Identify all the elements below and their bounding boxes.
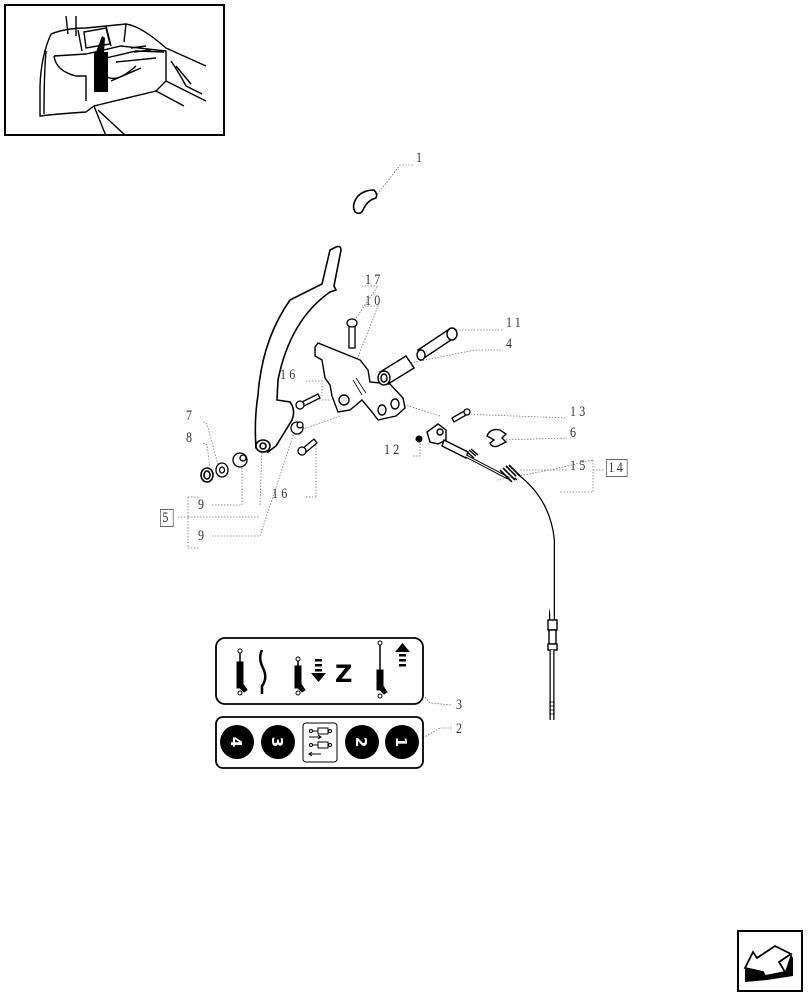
button-4-label: 4 bbox=[227, 737, 245, 747]
cab-console-illustration bbox=[39, 15, 207, 134]
part-10-bracket bbox=[314, 342, 406, 421]
arrow-down-icon bbox=[311, 659, 326, 682]
callout-2: 2 bbox=[456, 721, 466, 737]
decal-2-buttons-plate: 4 3 2 1 bbox=[215, 716, 424, 769]
button-3-label: 3 bbox=[268, 737, 286, 747]
callout-15: 15 bbox=[570, 458, 589, 474]
callout-4: 4 bbox=[506, 336, 516, 352]
callout-16-upper: 16 bbox=[280, 367, 299, 383]
part-1-grip bbox=[352, 189, 378, 215]
callout-1: 1 bbox=[416, 150, 426, 166]
location-thumbnail bbox=[4, 4, 225, 136]
callout-3: 3 bbox=[456, 697, 466, 713]
part-13-pin bbox=[451, 408, 471, 423]
part-15-cable bbox=[426, 423, 558, 720]
button-2-label: 2 bbox=[352, 737, 370, 747]
part-12-nut bbox=[415, 435, 423, 443]
next-page-button[interactable] bbox=[737, 930, 803, 992]
callout-14-kit: 14 bbox=[606, 459, 628, 477]
callout-16-lower: 16 bbox=[272, 486, 291, 502]
button-1-label: 1 bbox=[392, 737, 410, 747]
part-8-clip bbox=[200, 467, 214, 483]
callout-10: 10 bbox=[365, 293, 384, 309]
lever-arm bbox=[254, 245, 342, 453]
callout-17: 17 bbox=[365, 272, 384, 288]
part-6-clip bbox=[486, 428, 508, 448]
callout-8: 8 bbox=[186, 430, 196, 446]
part-11-pin bbox=[416, 327, 458, 361]
part-9-bushings bbox=[232, 421, 304, 468]
callout-7: 7 bbox=[186, 408, 196, 424]
leader-lines bbox=[178, 164, 605, 739]
part-7-washer bbox=[215, 462, 229, 478]
z-letter: Z bbox=[335, 660, 352, 688]
arrow-left-down-icon bbox=[743, 944, 793, 982]
callout-13: 13 bbox=[570, 404, 589, 420]
callout-12: 12 bbox=[384, 442, 403, 458]
cylinder-up-icon bbox=[376, 640, 388, 699]
callout-9-upper: 9 bbox=[198, 497, 208, 513]
callout-6: 6 bbox=[570, 425, 580, 441]
part-17-bolt bbox=[346, 318, 358, 349]
callout-5-kit: 5 bbox=[160, 509, 174, 527]
part-16-bolts bbox=[295, 393, 321, 456]
cylinder-down-icon bbox=[294, 656, 306, 696]
decal-3-symbols-plate: Z bbox=[215, 637, 424, 705]
cylinder-float-icon bbox=[236, 648, 248, 696]
wave-icon bbox=[259, 649, 267, 694]
callout-9-lower: 9 bbox=[198, 528, 208, 544]
callout-11: 11 bbox=[506, 315, 524, 331]
arrow-up-icon bbox=[395, 643, 410, 667]
cylinder-direction-icon bbox=[302, 722, 338, 763]
part-4-bushing bbox=[377, 355, 415, 386]
